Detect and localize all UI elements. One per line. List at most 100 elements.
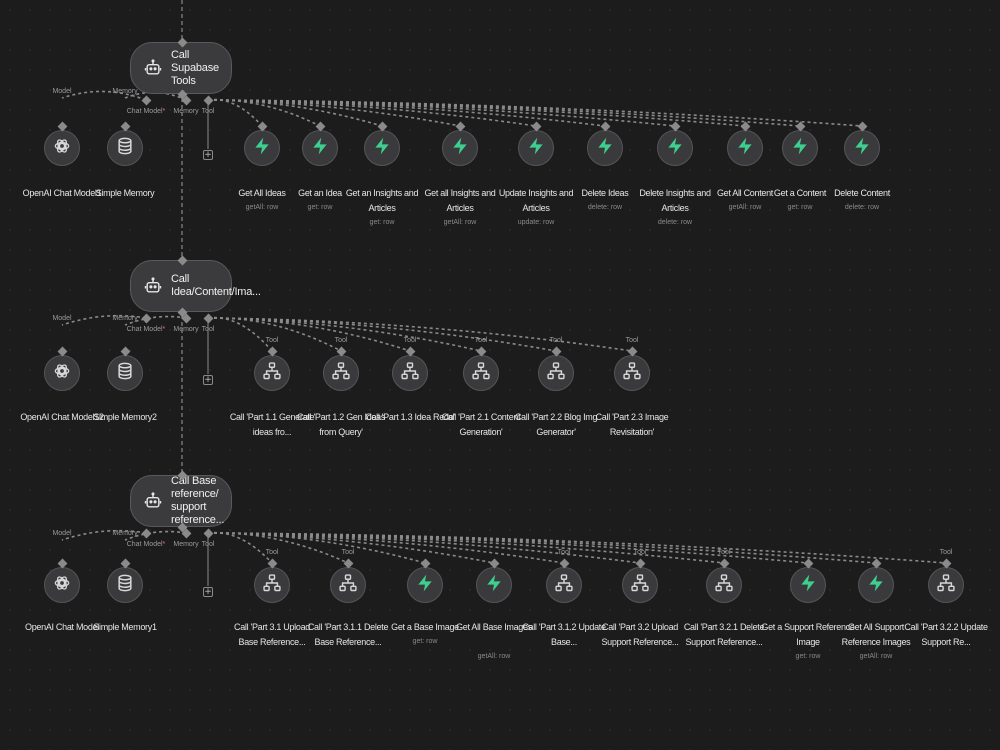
tool-label: Tool: [334, 337, 348, 344]
database-icon: [115, 136, 135, 161]
supabase-tool-node[interactable]: [364, 130, 400, 166]
chat-model-port[interactable]: [141, 528, 151, 538]
node-title: OpenAI Chat Model1: [22, 188, 102, 198]
supabase-tool-node[interactable]: [782, 130, 818, 166]
node-title: Get an Insights and Articles: [345, 188, 419, 213]
required-mark: *: [162, 326, 166, 333]
tool-port[interactable]: [203, 528, 213, 538]
simple-memory-node[interactable]: [107, 130, 143, 166]
workflow-tool-node[interactable]: [928, 567, 964, 603]
workflow-tool-node[interactable]: [330, 567, 366, 603]
openai-chat-model-node[interactable]: [44, 130, 80, 166]
node-subtitle: get: row: [307, 204, 333, 211]
openai-chat-model-node[interactable]: [44, 355, 80, 391]
supabase-tool-node[interactable]: [790, 567, 826, 603]
workflow-tool-node[interactable]: [614, 355, 650, 391]
tool-wire: [207, 532, 809, 564]
tool-wire: [207, 317, 482, 352]
supabase-icon: [735, 136, 755, 161]
supabase-icon: [484, 573, 504, 598]
node-title: Delete Ideas: [581, 188, 629, 198]
node-subtitle: getAll: row: [477, 653, 511, 660]
workflow-tool-node[interactable]: [254, 355, 290, 391]
workflow-icon: [262, 361, 282, 386]
tool-wire: [207, 532, 426, 564]
node-title: OpenAI Chat Model12: [20, 412, 104, 422]
node-title: Call 'Part 1.1 Generate ideas fro...: [229, 412, 315, 437]
agent-node-1[interactable]: Call Supabase Tools: [130, 42, 232, 94]
required-mark: *: [162, 541, 166, 548]
tool-port-label: Tool: [201, 326, 215, 333]
database-icon: [115, 361, 135, 386]
workflow-icon: [400, 361, 420, 386]
node-title: Simple Memory1: [93, 622, 157, 632]
workflow-tool-node[interactable]: [392, 355, 428, 391]
supabase-tool-node[interactable]: [858, 567, 894, 603]
workflow-tool-node[interactable]: [546, 567, 582, 603]
chat-model-port[interactable]: [141, 313, 151, 323]
node-title: Get All Base Images: [456, 622, 532, 632]
supabase-icon: [310, 136, 330, 161]
node-subtitle: get: row: [787, 204, 813, 211]
workflow-tool-node[interactable]: [622, 567, 658, 603]
workflow-tool-node[interactable]: [463, 355, 499, 391]
supabase-tool-node[interactable]: [302, 130, 338, 166]
node-title: Call 'Part 2.3 Image Revisitation': [595, 412, 669, 437]
simple-memory-node[interactable]: [107, 355, 143, 391]
tool-label: Tool: [403, 337, 417, 344]
node-subtitle: get: row: [412, 638, 438, 645]
node-title: Call 'Part 3.1.2 Update Base...: [522, 622, 606, 647]
agent-node-3[interactable]: Call Base reference/ support reference..…: [130, 475, 232, 527]
chat-model-port-label: Chat Model*: [127, 541, 166, 548]
tool-wire: [207, 98, 263, 127]
node-subtitle: get: row: [369, 219, 395, 226]
workflow-tool-node[interactable]: [706, 567, 742, 603]
add-tool-button[interactable]: +: [203, 587, 213, 597]
supabase-icon: [415, 573, 435, 598]
node-title: Get a Base Image: [391, 622, 459, 632]
node-title: Get an Idea: [298, 188, 342, 198]
supabase-tool-node[interactable]: [407, 567, 443, 603]
supabase-icon: [852, 136, 872, 161]
supabase-tool-node[interactable]: [727, 130, 763, 166]
node-title: Get All Ideas: [238, 188, 286, 198]
supabase-tool-node[interactable]: [476, 567, 512, 603]
tool-wire: [207, 532, 495, 564]
supabase-tool-node[interactable]: [442, 130, 478, 166]
add-tool-button[interactable]: +: [203, 375, 213, 385]
openai-chat-model-node[interactable]: [44, 567, 80, 603]
workflow-tool-node[interactable]: [254, 567, 290, 603]
node-title: Delete Insights and Articles: [639, 188, 711, 213]
node-subtitle: delete: row: [587, 204, 623, 211]
tool-label: Tool: [549, 337, 563, 344]
tool-wire: [207, 317, 411, 352]
tool-label: Tool: [265, 337, 279, 344]
tool-port[interactable]: [203, 95, 213, 105]
agent-title: Call Supabase Tools: [171, 48, 219, 87]
database-icon: [115, 573, 135, 598]
supabase-tool-node[interactable]: [844, 130, 880, 166]
tool-wire: [207, 532, 877, 564]
supabase-tool-node[interactable]: [587, 130, 623, 166]
tool-port[interactable]: [203, 313, 213, 323]
workflow-tool-node[interactable]: [538, 355, 574, 391]
node-title: Delete Content: [834, 188, 890, 198]
supabase-tool-node[interactable]: [244, 130, 280, 166]
workflow-tool-node[interactable]: [323, 355, 359, 391]
node-title: Call 'Part 3.1.1 Delete Base Reference..…: [307, 622, 389, 647]
supabase-tool-node[interactable]: [518, 130, 554, 166]
workflow-icon: [546, 361, 566, 386]
chat-model-text: Chat Model: [126, 326, 163, 333]
node-title: Get a Content: [773, 188, 827, 198]
node-title: Simple Memory: [95, 188, 155, 198]
add-tool-button[interactable]: +: [203, 150, 213, 160]
simple-memory-node[interactable]: [107, 567, 143, 603]
agent-node-2[interactable]: Call Idea/Content/Ima...: [130, 260, 261, 312]
node-subtitle: getAll: row: [245, 204, 279, 211]
node-title: Call 'Part 1.3 Idea Redo': [365, 412, 455, 422]
supabase-tool-node[interactable]: [657, 130, 693, 166]
chat-model-port[interactable]: [141, 95, 151, 105]
chat-model-port-label: Chat Model*: [127, 108, 166, 115]
workflow-icon: [630, 573, 650, 598]
chat-model-text: Chat Model: [126, 541, 163, 548]
